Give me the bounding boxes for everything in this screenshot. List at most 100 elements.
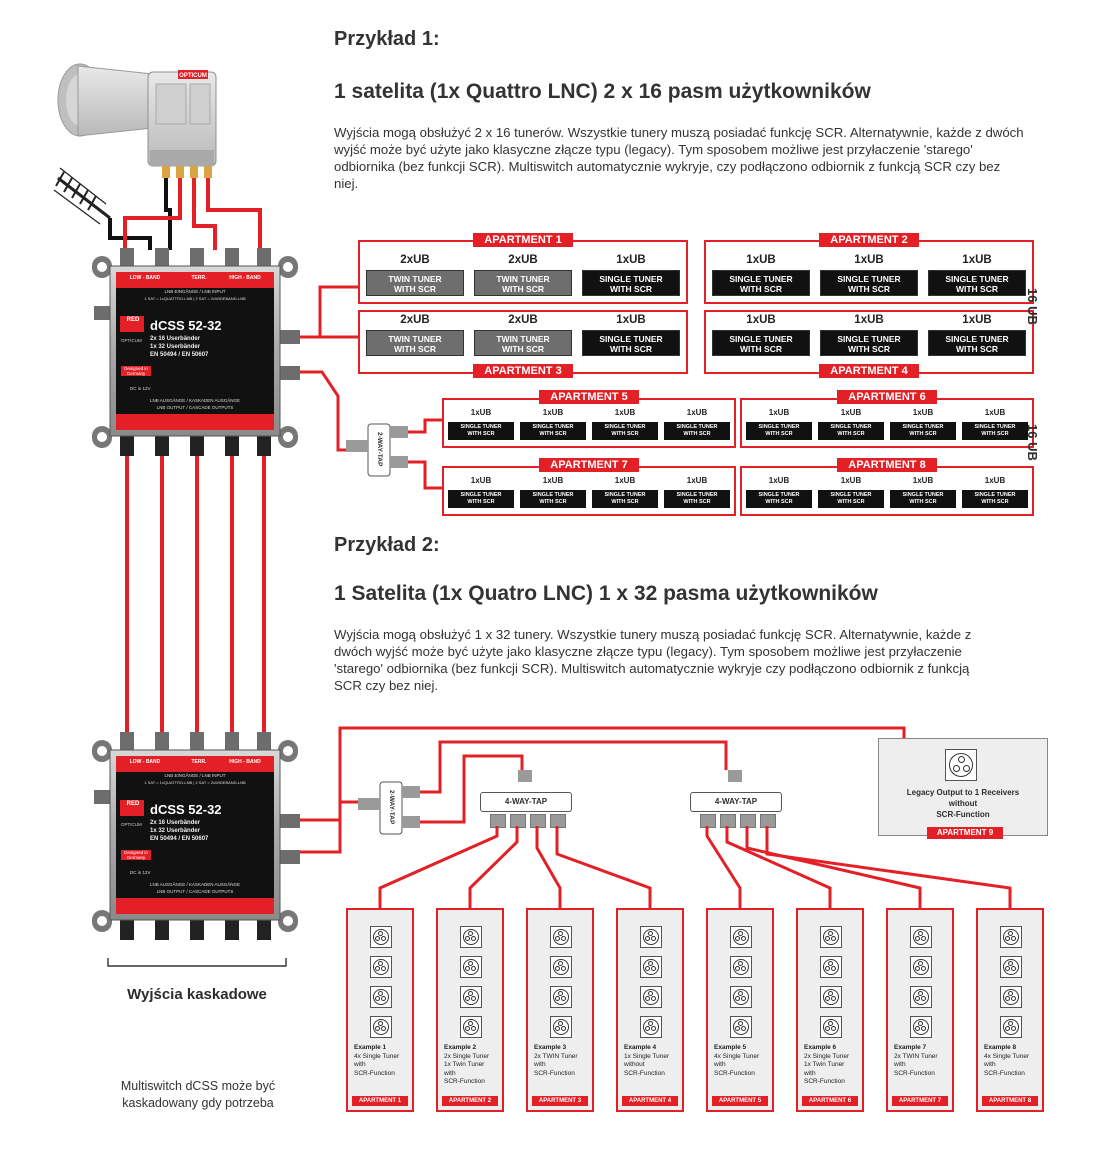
- socket-icon: [640, 986, 662, 1008]
- ub-count-label: 2xUB: [400, 254, 430, 266]
- receiver-line: with: [444, 1069, 456, 1077]
- apartment-badge: APARTMENT 1: [352, 1096, 408, 1106]
- legacy-line: SCR-Function: [936, 810, 990, 819]
- tuner-type: SINGLE TUNER: [532, 492, 574, 498]
- receiver-line: SCR-Function: [804, 1078, 845, 1085]
- legacy-line: Legacy Output to 1 Receivers: [906, 788, 1020, 797]
- lnb-input-sub: 1 SAT = 1xQUATTRO-LNB | 2 SAT = 2xWIDEBA…: [144, 296, 246, 301]
- socket-icon: [910, 1016, 932, 1038]
- ub-count-label: 2xUB: [508, 314, 538, 326]
- lnb-output-label: LNB AUSGÄNGE / KASKADEN AUSGÄNGE: [149, 882, 241, 887]
- tuner-scr: WITH SCR: [955, 344, 999, 354]
- ub-count-label: 1xUB: [686, 476, 708, 485]
- spec-line-2: 1x 32 Userbänder: [150, 828, 201, 834]
- tuner-type: TWIN TUNER: [388, 334, 442, 344]
- tuner-scr: WITH SCR: [683, 499, 711, 505]
- tuner-scr: WITH SCR: [765, 499, 793, 505]
- tuner-type: SINGLE TUNER: [830, 424, 872, 430]
- example1-title: 1 satelita (1x Quattro LNC) 2 x 16 pasm …: [334, 80, 871, 103]
- tuner-type: SINGLE TUNER: [729, 334, 793, 344]
- apartment-badge: APARTMENT 2: [819, 233, 919, 247]
- tuner-type: SINGLE TUNER: [902, 424, 944, 430]
- cascade-output-label: LNB OUTPUT / CASCADE OUTPUTS: [156, 889, 234, 894]
- lnb-brand-label: OPTICUM: [179, 73, 207, 79]
- tuner-type: SINGLE TUNER: [599, 274, 663, 284]
- apartment-badge: APARTMENT 6: [837, 390, 937, 404]
- tuner-scr: WITH SCR: [909, 431, 937, 437]
- socket-icon: [910, 986, 932, 1008]
- socket-icon: [820, 1016, 842, 1038]
- receiver-line: with: [354, 1061, 366, 1068]
- socket-icon: [370, 956, 392, 978]
- receiver-line: with: [804, 1069, 816, 1077]
- dc-in-label: DC in 12V: [130, 870, 151, 875]
- tuner-scr: WITH SCR: [501, 344, 545, 354]
- apartment-badge: APARTMENT 6: [802, 1096, 858, 1106]
- apartment-badge: APARTMENT 4: [622, 1096, 678, 1106]
- tuner-scr: WITH SCR: [837, 431, 865, 437]
- lnb-connectors: [162, 166, 212, 178]
- multiswitch-body: [92, 732, 300, 940]
- tuner-type: SINGLE TUNER: [945, 334, 1009, 344]
- tuner-scr: WITH SCR: [467, 431, 495, 437]
- receiver-line: 4x Single Tuner: [984, 1052, 1030, 1060]
- tuner-scr: WITH SCR: [981, 431, 1009, 437]
- tuner-scr: WITH SCR: [847, 284, 891, 294]
- tuner-scr: WITH SCR: [467, 499, 495, 505]
- tuner-type: SINGLE TUNER: [532, 424, 574, 430]
- model-label: dCSS 52-32: [150, 318, 222, 333]
- tuner-scr: WITH SCR: [739, 284, 783, 294]
- receiver-line: SCR-Function: [624, 1069, 665, 1077]
- tuner-type: SINGLE TUNER: [604, 424, 646, 430]
- tuner-scr: WITH SCR: [609, 284, 653, 294]
- example2-title: 1 Satelita (1x Quatro LNC) 1 x 32 pasma …: [334, 582, 878, 605]
- multiswitch-device-bottom: [92, 732, 300, 940]
- designed-label: Designed in Germany: [121, 850, 151, 860]
- ub-count-label: 1xUB: [614, 408, 636, 417]
- legacy-line: without: [948, 799, 978, 808]
- receiver-line: 4x Single Tuner: [354, 1052, 400, 1060]
- tuner-type: SINGLE TUNER: [837, 334, 901, 344]
- socket-icon: [550, 956, 572, 978]
- receiver-line: SCR-Function: [534, 1069, 575, 1077]
- receiver-cable: [378, 826, 499, 908]
- desc-line: wyjść może być użyte jako klasyczne złąc…: [334, 142, 973, 157]
- apartment-badge: APARTMENT 2: [442, 1096, 498, 1106]
- tuner-scr: WITH SCR: [501, 284, 545, 294]
- socket-icon: [820, 926, 842, 948]
- cascade-outputs-label: Wyjścia kaskadowe: [127, 986, 267, 1003]
- apartment-badge: APARTMENT 1: [473, 233, 573, 247]
- tuner-type: SINGLE TUNER: [830, 492, 872, 498]
- lnb-assembly: OPTICUM: [53, 63, 262, 250]
- socket-icon: [370, 986, 392, 1008]
- maker-label: OPTICUM: [121, 822, 142, 827]
- apartment-badge: APARTMENT 8: [837, 458, 937, 472]
- spec-line-3: EN 50494 / EN 50607: [150, 352, 209, 358]
- apartment-badge: APARTMENT 3: [532, 1096, 588, 1106]
- footer-line: kaskadowany gdy potrzeba: [122, 1096, 274, 1110]
